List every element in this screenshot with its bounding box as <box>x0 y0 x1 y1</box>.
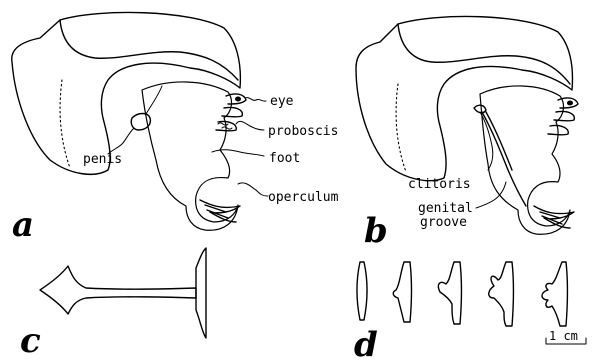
penis-leader <box>108 128 134 154</box>
stage-4 <box>489 262 514 326</box>
penis-closeup-base <box>196 248 206 338</box>
label-foot: foot <box>269 151 300 166</box>
penis-closeup <box>40 248 206 338</box>
male-shell-whorl <box>60 20 238 80</box>
operculum-leader <box>238 183 268 196</box>
panel-label-c: c <box>20 321 41 361</box>
stage-1 <box>357 262 367 320</box>
female-body <box>480 86 570 234</box>
scale-bar: 1 cm <box>546 329 586 344</box>
male-penis-stalk <box>146 86 162 114</box>
label-eye: eye <box>270 94 294 109</box>
stage-5 <box>542 262 568 326</box>
male-snail-drawing <box>12 12 246 230</box>
label-clitoris: clitoris <box>408 177 471 192</box>
proboscis-leader <box>236 121 264 130</box>
panel-label-d: d <box>354 325 378 361</box>
stage-2 <box>393 262 411 322</box>
male-proboscis-rings <box>218 123 232 129</box>
panel-label-a: a <box>12 205 34 245</box>
stage-3 <box>438 262 461 324</box>
penis-closeup-shape <box>40 266 196 314</box>
label-genital: genital <box>418 201 473 216</box>
scale-bar-label: 1 cm <box>549 329 578 343</box>
panel-label-b: b <box>364 211 388 251</box>
female-shell <box>356 16 572 180</box>
label-proboscis: proboscis <box>268 124 338 139</box>
eye-leader <box>245 98 266 102</box>
male-eye-dot <box>235 97 241 102</box>
male-shell <box>12 12 241 174</box>
female-shell-suture <box>396 84 406 172</box>
label-groove: groove <box>420 215 467 230</box>
female-eye-dot <box>567 101 573 106</box>
penis-development-series <box>357 262 568 326</box>
genital-groove-leader <box>476 182 506 208</box>
female-genital-groove <box>482 112 526 206</box>
label-penis: penis <box>83 152 122 167</box>
male-shell-suture <box>60 80 70 168</box>
label-operculum: operculum <box>268 190 339 205</box>
